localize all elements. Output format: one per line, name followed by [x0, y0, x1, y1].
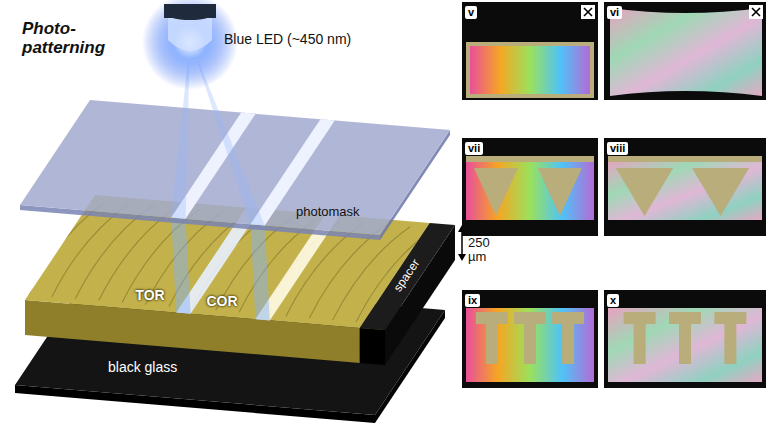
led-cap	[164, 4, 216, 20]
light-beam	[250, 224, 269, 320]
panel-numeral: vi	[607, 6, 622, 19]
panel-numeral: x	[607, 294, 619, 307]
panel: v	[462, 2, 598, 100]
part-name: Blue LED (~450 nm)	[224, 32, 351, 47]
polarizer-icon	[581, 5, 595, 19]
panel: vi	[604, 2, 766, 100]
panel-numeral: ix	[465, 294, 480, 307]
led-glow	[142, 0, 238, 90]
region-name: COR	[206, 294, 237, 309]
region-name: TOR	[135, 288, 164, 303]
micrograph	[604, 290, 766, 388]
micrograph	[604, 2, 766, 100]
micrograph	[462, 290, 598, 388]
micrograph	[462, 2, 598, 100]
panel-numeral: viii	[607, 142, 628, 155]
led-cap	[164, 4, 216, 18]
part-name: black glass	[108, 360, 177, 375]
figure-heading: Photo- patterning	[22, 20, 122, 57]
panel: x	[604, 290, 766, 388]
panel: ix	[462, 290, 598, 388]
panel-numeral: vii	[465, 142, 483, 155]
micrograph	[462, 138, 598, 236]
panel: viii	[604, 138, 766, 236]
spacer-block	[360, 223, 455, 365]
panel-numeral: v	[465, 6, 477, 19]
dimension: 250 µm	[468, 236, 502, 265]
light-beam	[171, 218, 190, 314]
micrograph	[604, 138, 766, 236]
part-name: photomask	[296, 205, 360, 219]
polarizer-icon	[749, 5, 763, 19]
led-dome	[168, 18, 212, 51]
panel: vii	[462, 138, 598, 236]
